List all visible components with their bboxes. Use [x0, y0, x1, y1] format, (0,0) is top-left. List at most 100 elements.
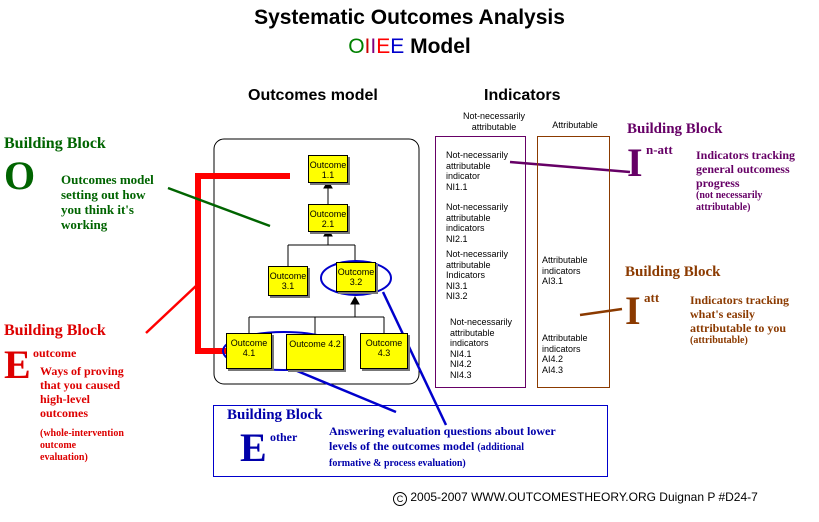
block-e-outcome-sup: outcome: [33, 346, 77, 360]
model-letter-1: I: [364, 35, 371, 58]
ni2-line-3: NI2.1: [446, 233, 468, 244]
outcomes-model-header: Outcomes model: [248, 87, 378, 104]
ellipse-outcome-3-2: [320, 260, 392, 296]
model-letter-3: E: [376, 35, 391, 58]
blue-pointer-2: [381, 291, 448, 426]
outcome-3-2-box: Outcome 3.2: [336, 262, 376, 292]
eout-note-line-1: outcome: [40, 440, 77, 451]
model-letter-2: I: [370, 35, 377, 58]
eout-desc-line-0: Ways of proving: [40, 364, 124, 378]
ni2-line-1: attributable: [446, 212, 491, 223]
outcome-4-1-box: Outcome 4.1: [226, 333, 272, 369]
brown-pointer: [579, 307, 623, 317]
ni4-line-0: Not-necessarily: [450, 317, 513, 327]
outcome-3-1-box: Outcome 3.1: [268, 266, 308, 296]
outcome-1-1-box: Outcome 1.1: [308, 155, 348, 183]
ni2-line-2: indicators: [446, 223, 485, 233]
block-e-other-box: [213, 405, 608, 477]
attributable-column: [537, 136, 610, 388]
red-pointer: [145, 284, 198, 334]
block-i-natt-label: Building Block: [627, 121, 723, 137]
model-word: Model: [410, 35, 471, 58]
ni1-line-1: attributable: [446, 160, 491, 171]
block-i-natt-sup: n-att: [646, 142, 673, 157]
ai4-line-2: AI4.2: [542, 354, 564, 364]
ni1-line-2: indicator: [446, 171, 481, 181]
ni4-line-1: attributable: [450, 327, 495, 338]
ni4-line-2: indicators: [450, 338, 489, 348]
block-e-outcome-letter: E: [4, 342, 31, 387]
ni3-line-2: Indicators: [446, 270, 486, 280]
ni1-line-3: NI1.1: [446, 181, 468, 192]
e-other-desc-line1: Answering evaluation questions about low…: [329, 424, 556, 438]
ni4-line-3: NI4.1: [450, 348, 472, 359]
attributable-header: Attributable: [552, 120, 598, 130]
o-desc-line-3: working: [61, 217, 108, 232]
eout-desc-line-1: that you caused: [40, 378, 121, 392]
inatt-note-line-0: (not necessarily: [696, 190, 763, 201]
ni4-line-4: NI4.2: [450, 359, 472, 369]
block-e-other-desc: Answering evaluation questions about low…: [329, 424, 604, 471]
e-other-note-2: formative & process evaluation): [329, 458, 466, 469]
model-letter-0: O: [348, 35, 365, 58]
blue-pointer-1: [289, 366, 397, 414]
not-necessarily-header: Not-necessarily attributable: [462, 111, 526, 132]
indicators-header: Indicators: [484, 87, 561, 104]
inatt-desc-line-2: progress: [696, 176, 740, 190]
ai4-line-1: indicators: [542, 343, 581, 354]
o-desc-line-2: you think it's: [61, 202, 134, 217]
ni3-line-0: Not-necessarily: [446, 249, 509, 259]
e-other-desc-line2: levels of the outcomes model: [329, 439, 475, 453]
iatt-desc-line-0: Indicators tracking: [690, 293, 789, 307]
iatt-desc-line-2: attributable to you: [690, 321, 786, 335]
block-e-outcome-label: Building Block: [4, 322, 106, 339]
outcome-4-2-box: Outcome 4.2: [286, 334, 344, 370]
copyright-icon: C: [393, 492, 407, 506]
block-i-att-sup: att: [644, 290, 660, 305]
model-letter-4: E: [390, 35, 405, 58]
ni3-line-3: NI3.1: [446, 280, 468, 291]
ni2-line-0: Not-necessarily: [446, 202, 509, 212]
ni4-line-5: NI4.3: [450, 369, 472, 380]
diagram-title: Systematic Outcomes Analysis: [254, 6, 565, 29]
o-desc-line-1: setting out how: [61, 187, 146, 202]
oiiee-letters: OIIEE: [348, 35, 404, 58]
outcome-4-3-box: Outcome 4.3: [360, 333, 408, 369]
not-necessarily-column: [435, 136, 526, 388]
footer-text: 2005-2007 WWW.OUTCOMESTHEORY.ORG Duignan…: [410, 490, 758, 504]
block-e-other-sup: other: [270, 430, 298, 444]
green-pointer: [167, 186, 271, 228]
model-subtitle: OIIEE Model: [0, 35, 819, 59]
eout-desc-line-2: high-level: [40, 392, 90, 406]
outcome-2-1-box: Outcome 2.1: [308, 204, 348, 232]
eout-note-line-0: (whole-intervention: [40, 428, 124, 439]
block-i-natt-letter: I: [627, 140, 643, 185]
ai4-line-0: Attributable: [542, 333, 588, 343]
eout-desc-line-3: outcomes: [40, 406, 88, 420]
block-o-letter: O: [4, 153, 36, 198]
inatt-note-line-1: attributable): [696, 202, 751, 213]
ai4-line-3: AI4.3: [542, 364, 564, 375]
block-e-other-letter: E: [240, 425, 267, 470]
purple-pointer: [509, 160, 631, 174]
ni3-line-1: attributable: [446, 259, 491, 270]
inatt-desc-line-1: general outcomess: [696, 162, 790, 176]
inatt-desc-line-0: Indicators tracking: [696, 148, 795, 162]
iatt-desc-line-1: what's easily: [690, 307, 756, 321]
ni3-line-4: NI3.2: [446, 291, 468, 301]
eout-note-line-2: evaluation): [40, 452, 88, 463]
ai3-line-1: indicators: [542, 265, 581, 276]
ni1-line-0: Not-necessarily: [446, 150, 509, 160]
block-o-label: Building Block: [4, 135, 106, 152]
